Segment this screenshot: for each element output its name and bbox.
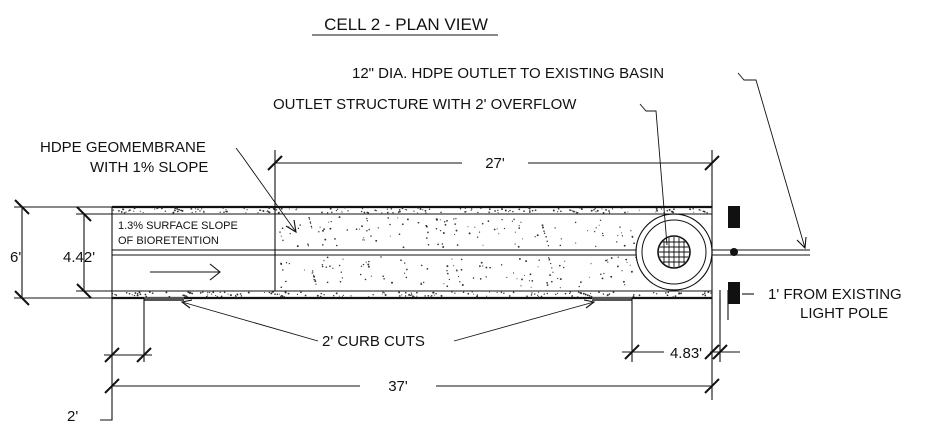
light-pole-block-bottom [728, 282, 740, 304]
dim-4-83-label: 4.83' [670, 345, 702, 362]
dim-4-42 [76, 206, 112, 299]
surface-slope-label-1: 1.3% SURFACE SLOPE [118, 220, 238, 232]
light-pole-label-1: 1' FROM EXISTING [768, 286, 902, 303]
dim-37 [104, 378, 720, 394]
surface-slope-label-2: OF BIORETENTION [118, 235, 219, 247]
geomembrane-leader [235, 147, 297, 233]
curb-cuts-leader-left [181, 301, 319, 342]
outlet-pipe-label: 12" DIA. HDPE OUTLET TO EXISTING BASIN [352, 65, 664, 82]
outlet-structure-leader [639, 103, 668, 246]
geomembrane-label-2: WITH 1% SLOPE [90, 159, 208, 176]
drawing-title: CELL 2 - PLAN VIEW [324, 15, 488, 34]
cell-outline [111, 200, 720, 400]
curb-cuts-leader-right [453, 301, 595, 342]
dim-6 [14, 199, 112, 306]
bioretention-stipple [111, 207, 712, 298]
light-pole-dim [719, 290, 754, 320]
curb-cut-left [144, 297, 184, 301]
curb-cut-right [592, 297, 632, 301]
dim-37-label: 37' [388, 378, 408, 395]
light-pole-block-top [728, 206, 740, 228]
dim-2 [100, 298, 152, 421]
geomembrane-label-1: HDPE GEOMEMBRANE [40, 139, 206, 156]
dim-27-label: 27' [485, 155, 505, 172]
dim-6-label: 6' [10, 249, 21, 266]
curb-cuts-label: 2' CURB CUTS [322, 333, 425, 350]
dim-2-label: 2' [67, 408, 78, 425]
flow-arrow [150, 263, 221, 281]
dim-4-42-label: 4.42' [63, 249, 95, 266]
dim-27 [267, 150, 720, 214]
light-pole-label-2: LIGHT POLE [800, 305, 888, 322]
outlet-structure [635, 213, 713, 291]
outlet-structure-label: OUTLET STRUCTURE WITH 2' OVERFLOW [273, 96, 577, 113]
outlet-pipe [712, 248, 810, 256]
outlet-pipe-leader [737, 72, 806, 249]
